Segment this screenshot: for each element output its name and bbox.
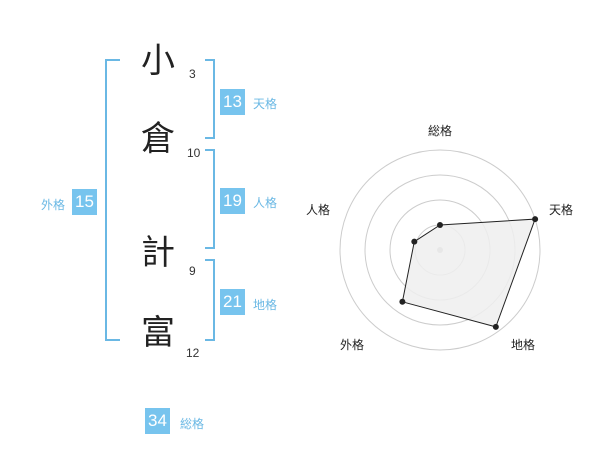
name-char-4: 富 [141,313,175,353]
stroke-count-1: 3 [189,67,196,81]
radar-point-1 [437,222,443,228]
radar-label-gaikaku: 外格 [340,338,365,352]
tenkaku-label: 天格 [253,97,278,111]
soukaku-value-badge: 34 [145,408,170,434]
radar-point-5 [411,238,418,245]
name-char-1: 小 [141,41,175,81]
stroke-count-4: 12 [186,346,200,360]
soukaku-label: 総格 [180,417,205,431]
radar-point-2 [532,216,539,223]
chikaku-bracket [205,259,215,341]
chikaku-value-badge: 21 [220,289,245,315]
radar-chart [339,149,541,351]
jinkaku-bracket [205,149,215,249]
radar-label-jinkaku: 人格 [306,203,331,217]
gaikaku-value-badge: 15 [72,189,97,215]
radar-label-tenkaku: 天格 [549,203,574,217]
stroke-count-2: 10 [187,146,201,160]
jinkaku-label: 人格 [253,196,278,210]
radar-polygon [401,218,536,328]
name-char-3: 計 [141,233,175,273]
tenkaku-value-badge: 13 [220,89,245,115]
chikaku-label: 地格 [253,298,278,312]
radar-ring-4 [339,149,541,351]
radar-point-3 [492,323,499,330]
name-char-2: 倉 [141,119,175,159]
gaikaku-label: 外格 [41,198,66,212]
gaikaku-bracket [105,59,120,341]
tenkaku-bracket [205,59,215,139]
stroke-count-3: 9 [189,264,196,278]
radar-label-chikaku: 地格 [511,338,536,352]
radar-label-soukaku: 総格 [428,124,453,138]
jinkaku-value-badge: 19 [220,188,245,214]
radar-point-4 [399,298,406,305]
